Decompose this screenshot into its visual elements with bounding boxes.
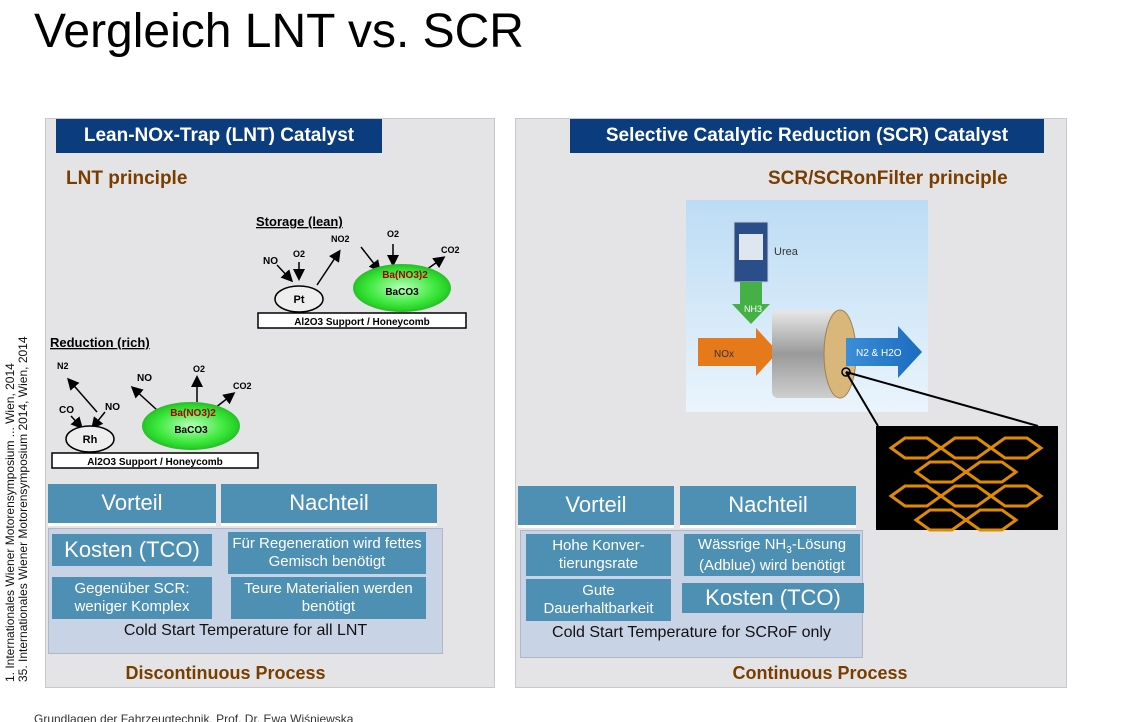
scr-nachteil-1: Wässrige NH3-Lösung (Adblue) wird benöti…	[684, 534, 860, 576]
storage-o2-2: O2	[387, 229, 399, 239]
storage-arrow-no	[276, 264, 294, 283]
reduction-ba-carbonate: BaCO3	[174, 425, 208, 436]
lnt-vorteil-1: Kosten (TCO)	[52, 534, 212, 566]
honeycomb-icon	[876, 426, 1058, 530]
storage-co2: CO2	[441, 245, 460, 255]
reduction-support	[51, 452, 259, 469]
scr-process: Continuous Process	[732, 663, 908, 683]
storage-o2-1: O2	[293, 249, 305, 259]
scr-principle-heading: SCR/SCRonFilter principle	[768, 168, 1008, 189]
scr-nachteil-2: Kosten (TCO)	[682, 583, 864, 613]
reduction-arrow-n2	[67, 377, 98, 413]
source-note: 1. Internationales Wiener Motorensymposi…	[4, 242, 30, 682]
reduction-rh-oval	[65, 425, 115, 453]
scr-nachteil-1-a: Wässrige NH	[697, 535, 787, 553]
scr-urea: Urea	[774, 246, 799, 258]
lnt-principle-heading: LNT principle	[66, 168, 188, 189]
scr-nox: NOx	[714, 349, 734, 360]
zoom-line-2-icon	[845, 371, 1039, 427]
storage-ba-carbonate: BaCO3	[385, 287, 419, 298]
scr-nachteil-1-b: -Lösung (Adblue) wird benötigt	[699, 535, 847, 574]
scr-nachteil-1-text: Wässrige NH3-Lösung (Adblue) wird benöti…	[684, 536, 860, 575]
scr-nh3: NH3	[744, 304, 762, 314]
reduction-o2: O2	[193, 364, 205, 374]
lnt-diagram: Storage (lean) NO O2 NO2 O2 CO2 Pt Ba(NO…	[50, 214, 467, 469]
lnt-process: Discontinuous Process	[125, 663, 326, 683]
storage-ba-oval	[353, 264, 451, 312]
lnt-nachteil-2: Teure Materialien werden benötigt	[231, 577, 426, 619]
reduction-arrow-co2	[214, 392, 236, 409]
storage-pt-oval	[274, 285, 324, 313]
scr-vorteil-2: Gute Dauerhaltbarkeit	[526, 579, 671, 621]
source-note-line2: 35. Internationales Wiener Motorensympos…	[16, 336, 30, 682]
storage-support-label: Al2O3 Support / Honeycomb	[294, 317, 430, 328]
reduction-co: CO	[59, 405, 74, 416]
zoom-marker-icon	[841, 367, 851, 377]
reduction-arrow-no-in	[91, 411, 106, 430]
nh3-arrow-icon	[732, 282, 770, 324]
reduction-arrow-no-out	[130, 385, 158, 411]
scr-nachteil-header: Nachteil	[680, 486, 856, 528]
lnt-nachteil-header: Nachteil	[221, 484, 437, 526]
scr-banner: Selective Catalytic Reduction (SCR) Cata…	[570, 119, 1044, 153]
storage-support	[257, 312, 467, 329]
lnt-banner: Lean-NOx-Trap (LNT) Catalyst	[56, 119, 382, 153]
storage-arrow-no2-out	[316, 249, 341, 286]
reduction-support-label: Al2O3 Support / Honeycomb	[87, 457, 223, 468]
lnt-cold-start: Cold Start Temperature for all LNT	[123, 622, 368, 639]
scr-out: N2 & H2O	[856, 348, 902, 359]
reduction-ba-oval	[142, 402, 240, 450]
lnt-vorteil-header: Vorteil	[48, 484, 216, 526]
honeycomb-cells-icon	[888, 436, 1044, 532]
urea-tank-label-icon	[739, 234, 763, 260]
out-arrow-icon	[846, 326, 922, 378]
scr-diagram: Urea NH3 NOx N2 & H2O	[686, 200, 1058, 532]
reduction-co2: CO2	[233, 381, 252, 391]
storage-no2: NO2	[331, 234, 350, 244]
zoom-line-1-icon	[845, 371, 879, 427]
reduction-rh: Rh	[83, 434, 98, 446]
scr-cold-start: Cold Start Temperature for SCRoF only	[552, 624, 831, 641]
storage-no: NO	[263, 256, 278, 267]
storage-pt: Pt	[294, 294, 305, 306]
storage-title: Storage (lean)	[256, 214, 343, 229]
scr-canister-icon	[772, 310, 840, 398]
reduction-no-in: NO	[105, 402, 120, 413]
scr-vorteil-header: Vorteil	[518, 486, 674, 528]
reduction-arrow-co	[70, 415, 84, 430]
source-footer: Grundlagen der Fahrzeugtechnik, Prof. Dr…	[34, 712, 354, 722]
slide-title: Vergleich LNT vs. SCR	[34, 5, 524, 58]
storage-arrow-no2-in	[360, 246, 381, 273]
scr-vorteil-1: Hohe Konver-tierungsrate	[526, 534, 671, 576]
storage-ba-nitrate: Ba(NO3)2	[382, 270, 428, 281]
reduction-title: Reduction (rich)	[50, 335, 150, 350]
lnt-nachteil-1: Für Regeneration wird fettes Gemisch ben…	[228, 532, 426, 574]
reduction-no-out: NO	[137, 373, 152, 384]
reduction-n2: N2	[57, 361, 69, 371]
lnt-vorteil-2: Gegenüber SCR: weniger Komplex	[52, 577, 212, 619]
nox-arrow-icon	[698, 328, 778, 376]
scr-nachteil-1-sub: 3	[786, 544, 792, 556]
reduction-ba-nitrate: Ba(NO3)2	[170, 408, 216, 419]
